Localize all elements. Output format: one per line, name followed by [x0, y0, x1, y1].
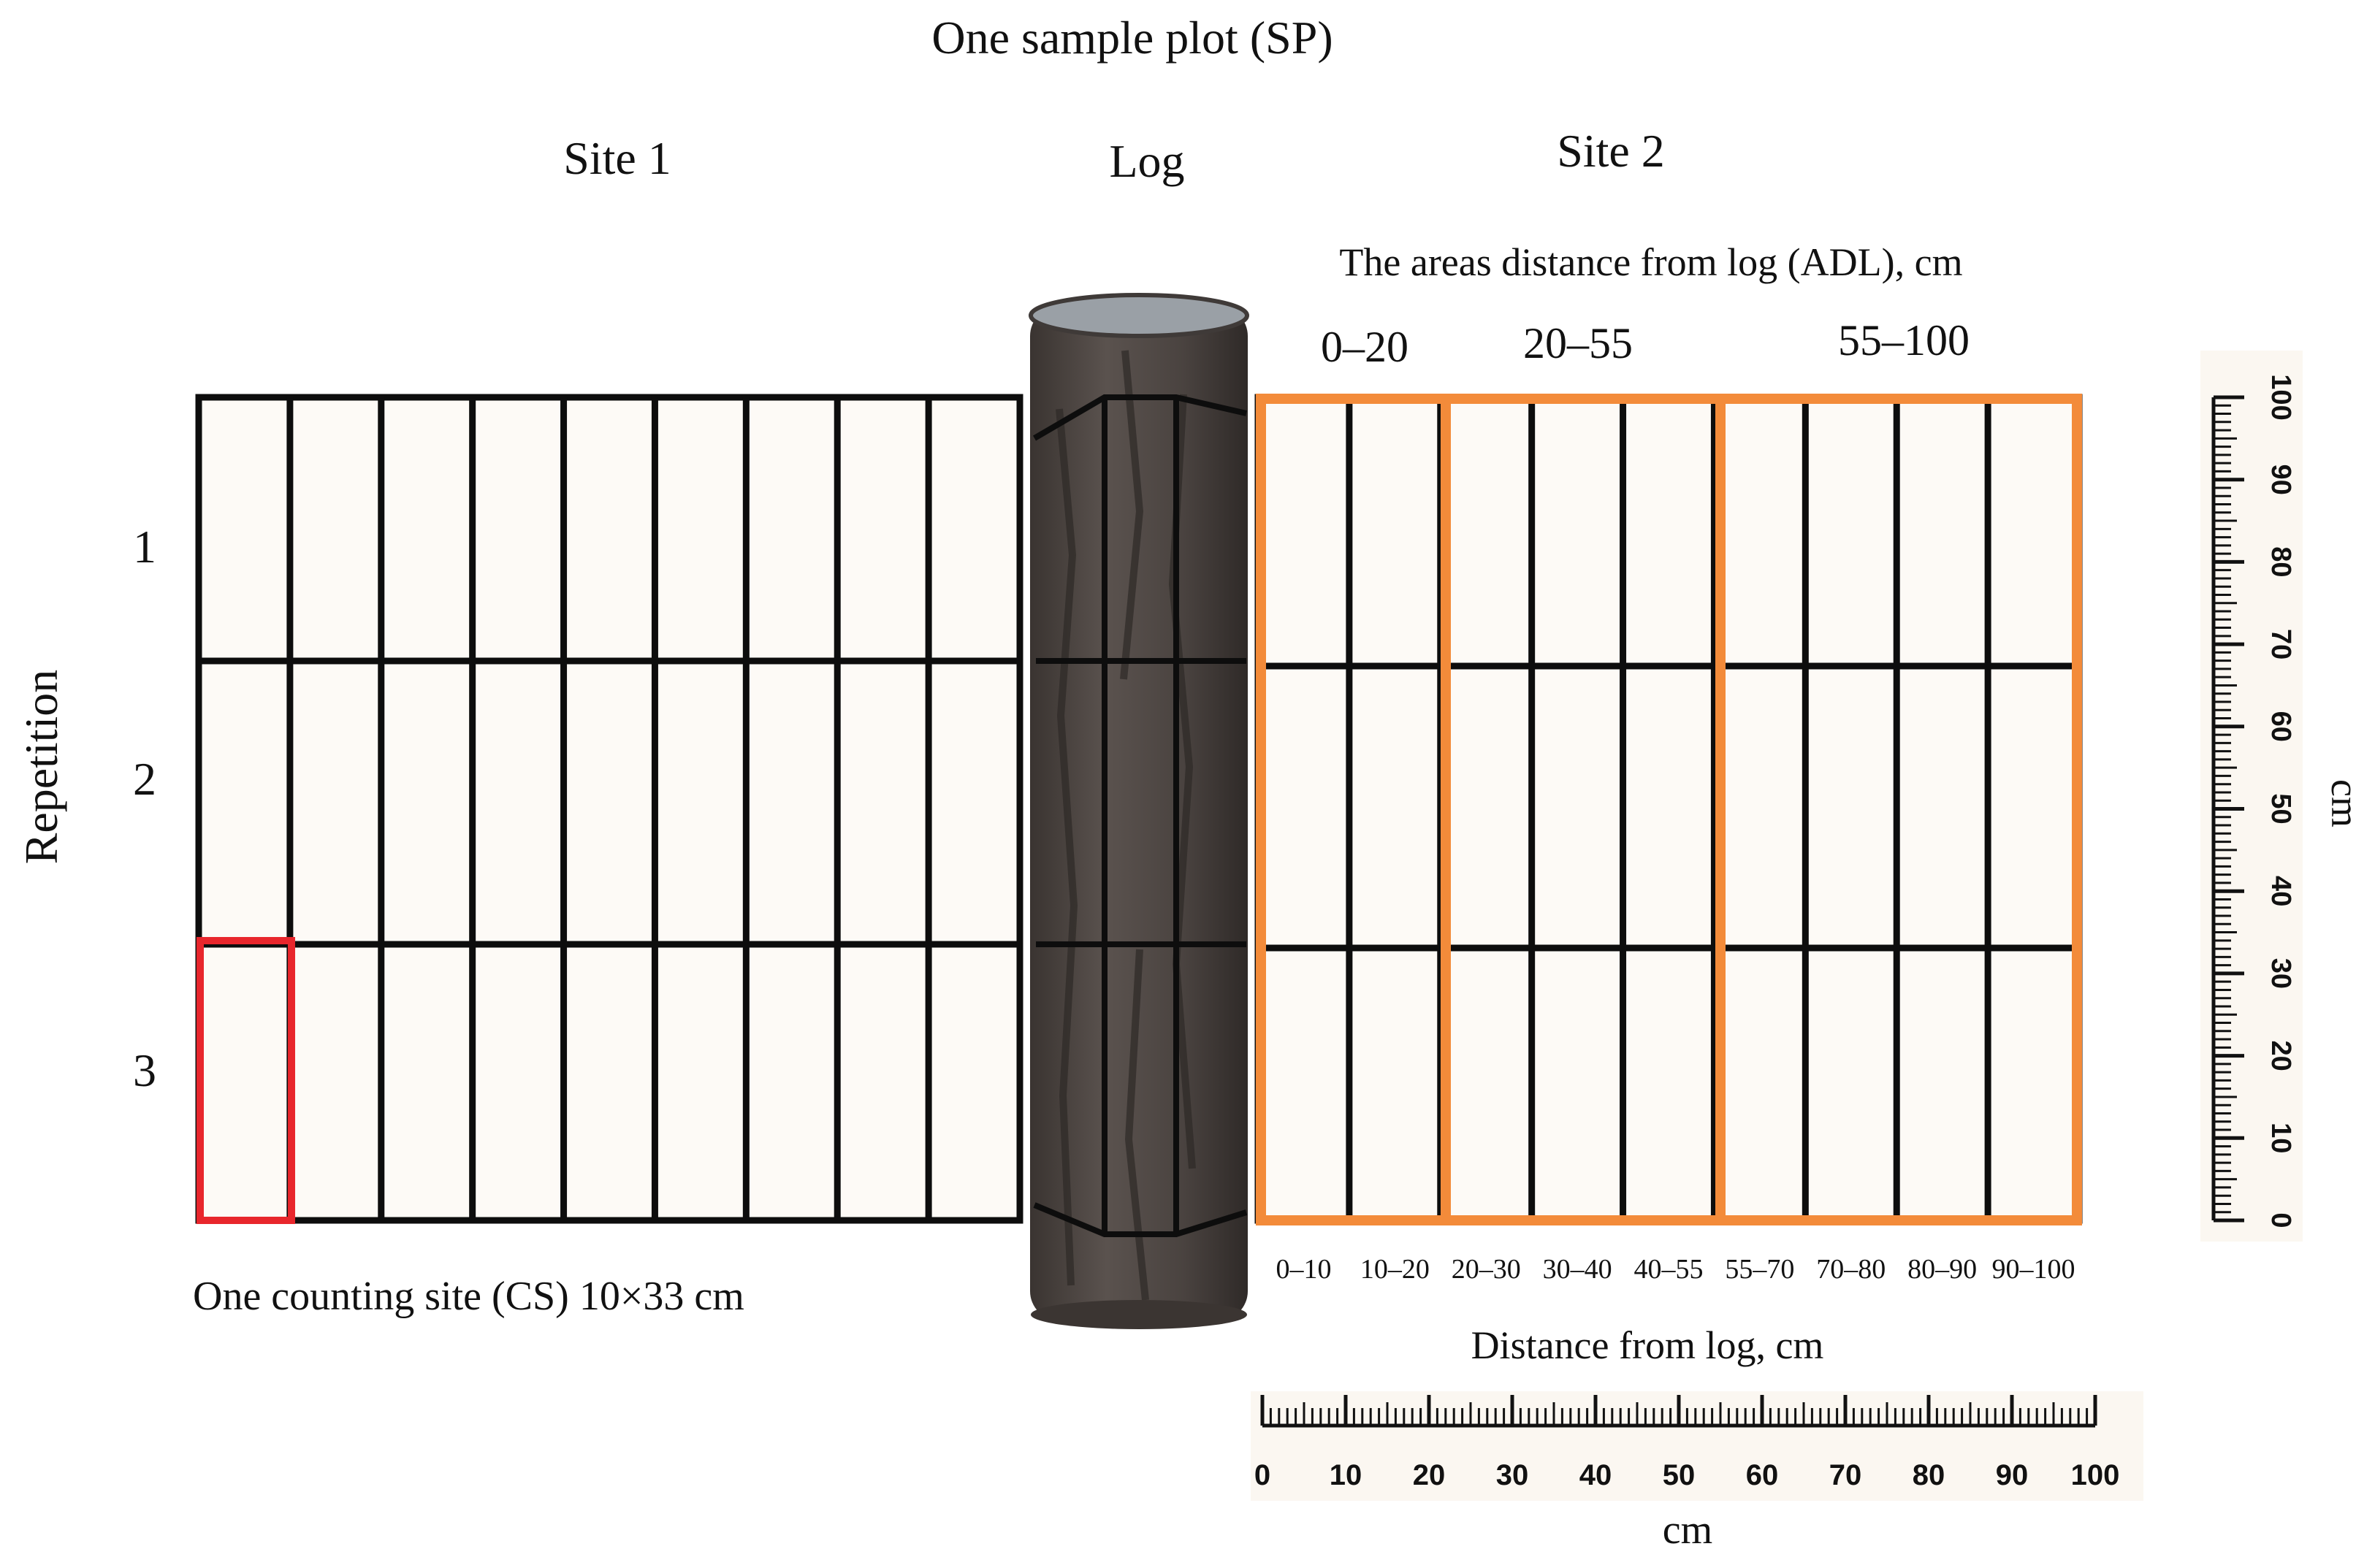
column-distance-label: 40–55 [1634, 1254, 1704, 1285]
column-distance-label: 30–40 [1543, 1254, 1612, 1285]
repetition-row-label: 1 [133, 521, 156, 573]
column-distance-label: 70–80 [1816, 1254, 1886, 1285]
adl-group-label: 20–55 [1523, 319, 1633, 367]
horizontal-ruler-unit: cm [1663, 1507, 1712, 1553]
log-grid [1032, 394, 1248, 1237]
ruler-tick-label: 0 [1254, 1459, 1270, 1491]
ruler-tick-label: 60 [2265, 711, 2296, 742]
site2-column-labels: 0–10 10–20 20–30 30–40 40–55 55–70 70–80 80–90 9… [1276, 1254, 2075, 1285]
site2-grid [1254, 394, 2083, 1225]
ruler-tick-label: 70 [1829, 1459, 1862, 1491]
ruler-tick-label: 30 [1496, 1459, 1529, 1491]
ruler-tick-label: 80 [2265, 546, 2296, 577]
ruler-background [2200, 351, 2303, 1242]
column-distance-label: 90–100 [1992, 1254, 2075, 1285]
ruler-tick-label: 100 [2265, 374, 2296, 420]
column-distance-label: 10–20 [1360, 1254, 1430, 1285]
column-distance-label: 0–10 [1276, 1254, 1331, 1285]
ruler-tick-label: 30 [2265, 958, 2296, 989]
site2-label: Site 2 [1557, 125, 1665, 177]
horizontal-ruler: 0 10 20 30 40 50 60 70 80 90 100 [1251, 1391, 2143, 1501]
distance-label: Distance from log, cm [1471, 1323, 1824, 1367]
ruler-tick-label: 90 [2265, 464, 2296, 495]
log-bottom [1031, 1300, 1247, 1329]
adl-borders [1256, 394, 2082, 1225]
column-distance-label: 20–30 [1452, 1254, 1521, 1285]
ruler-tick-label: 70 [2265, 629, 2296, 659]
log [1029, 293, 1249, 1329]
site2-grid-background [1258, 397, 2079, 1220]
ruler-tick-label: 50 [2265, 793, 2296, 824]
vertical-ruler: 0 10 20 30 40 50 60 70 80 90 100 [2200, 351, 2303, 1242]
column-distance-label: 80–90 [1907, 1254, 1977, 1285]
ruler-tick-label: 10 [2265, 1123, 2296, 1153]
grid-outline [195, 394, 1023, 1224]
ruler-tick-label: 50 [1663, 1459, 1696, 1491]
counting-site-caption: One counting site (CS) 10×33 cm [193, 1274, 744, 1319]
ruler-tick-label: 60 [1746, 1459, 1779, 1491]
repetition-row-label: 3 [133, 1044, 156, 1096]
ruler-tick-label: 10 [1330, 1459, 1362, 1491]
ruler-tick-label: 40 [2265, 876, 2296, 906]
site1-label: Site 1 [563, 132, 671, 184]
log-label: Log [1109, 135, 1184, 187]
ruler-tick-label: 20 [1413, 1459, 1446, 1491]
ruler-tick-label: 100 [2071, 1459, 2120, 1491]
ruler-tick-label: 0 [2265, 1212, 2296, 1228]
adl-group-label: 55–100 [1838, 316, 1970, 364]
adl-group-label: 0–20 [1321, 323, 1408, 371]
log-bark-texture [1056, 350, 1196, 1301]
ruler-tick-label: 40 [1579, 1459, 1612, 1491]
site1-grid [195, 394, 1023, 1224]
repetition-label: Repetition [15, 670, 67, 865]
vertical-ruler-unit: cm [2323, 779, 2356, 827]
adl-border-55-100 [1715, 394, 2082, 1225]
column-distance-label: 55–70 [1725, 1254, 1794, 1285]
ruler-tick-label: 20 [2265, 1040, 2296, 1071]
ruler-tick-label: 80 [1913, 1459, 1945, 1491]
log-top [1029, 293, 1249, 338]
site1-grid-background [199, 397, 1020, 1220]
log-body [1030, 307, 1248, 1320]
adl-title: The areas distance from log (ADL), cm [1339, 240, 1962, 284]
diagram-title: One sample plot (SP) [931, 12, 1333, 64]
ruler-tick-label: 90 [1996, 1459, 2029, 1491]
repetition-row-label: 2 [133, 753, 156, 805]
counting-site-highlight [197, 937, 295, 1224]
